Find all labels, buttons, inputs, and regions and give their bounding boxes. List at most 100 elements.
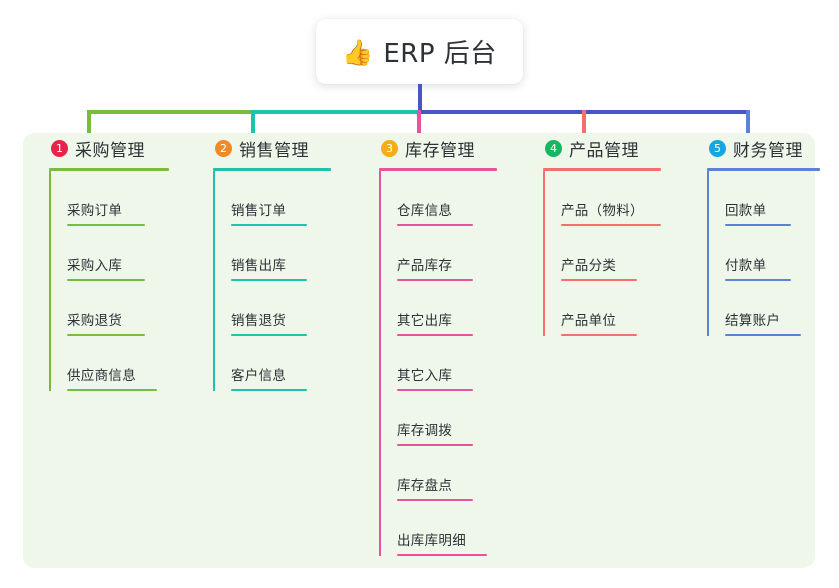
branch-item[interactable]: 产品（物料） bbox=[543, 171, 661, 226]
branch-item-label: 采购订单 bbox=[67, 203, 123, 219]
branch-item-rule bbox=[725, 334, 801, 336]
branch-column-2: 2 销售管理销售订单销售出库销售退货客户信息 bbox=[199, 133, 331, 391]
branch-item-rule bbox=[67, 389, 157, 391]
branch-item-rule bbox=[397, 554, 487, 556]
branch-item-rule bbox=[397, 389, 473, 391]
branch-item[interactable]: 产品单位 bbox=[543, 281, 661, 336]
branch-item-rule bbox=[561, 279, 637, 281]
branch-title-1: 采购管理 bbox=[75, 140, 145, 161]
branch-header-1[interactable]: 1 采购管理 bbox=[35, 133, 169, 163]
branch-item[interactable]: 出库库明细 bbox=[379, 501, 497, 556]
branch-item[interactable]: 其它出库 bbox=[379, 281, 497, 336]
branch-item-label: 供应商信息 bbox=[67, 368, 136, 384]
branch-item[interactable]: 客户信息 bbox=[213, 336, 331, 391]
branch-badge-3: 3 bbox=[381, 139, 398, 157]
branch-item[interactable]: 库存盘点 bbox=[379, 446, 497, 501]
branch-title-3: 库存管理 bbox=[405, 140, 475, 161]
branch-item-rule bbox=[397, 499, 473, 501]
branch-spine-1 bbox=[49, 171, 51, 391]
branch-rule-4 bbox=[543, 168, 661, 171]
branch-column-3: 3 库存管理仓库信息产品库存其它出库其它入库库存调拨库存盘点出库库明细 bbox=[365, 133, 497, 556]
branch-item[interactable]: 销售退货 bbox=[213, 281, 331, 336]
branch-item-rule bbox=[397, 224, 473, 226]
branch-item-label: 产品单位 bbox=[561, 313, 617, 329]
branch-item-rule bbox=[231, 389, 307, 391]
branch-body-5: 回款单付款单结算账户 bbox=[707, 171, 820, 336]
branch-body-1: 采购订单采购入库采购退货供应商信息 bbox=[49, 171, 169, 391]
branch-body-2: 销售订单销售出库销售退货客户信息 bbox=[213, 171, 331, 391]
branch-item-label: 产品库存 bbox=[397, 258, 453, 274]
branch-item-label: 其它出库 bbox=[397, 313, 453, 329]
branch-item[interactable]: 采购入库 bbox=[49, 226, 169, 281]
branch-item-rule bbox=[397, 279, 473, 281]
branch-item-rule bbox=[561, 224, 661, 226]
branch-header-2[interactable]: 2 销售管理 bbox=[199, 133, 331, 163]
branch-item[interactable]: 产品库存 bbox=[379, 226, 497, 281]
branch-rule-3 bbox=[379, 168, 497, 171]
branch-badge-2: 2 bbox=[215, 139, 232, 157]
root-node-title: ERP 后台 bbox=[383, 39, 497, 69]
branch-item[interactable]: 供应商信息 bbox=[49, 336, 169, 391]
branch-item-label: 销售订单 bbox=[231, 203, 287, 219]
branch-item[interactable]: 销售出库 bbox=[213, 226, 331, 281]
root-node-card[interactable]: 👍 ERP 后台 bbox=[316, 19, 523, 84]
branch-item-label: 采购入库 bbox=[67, 258, 123, 274]
branch-item[interactable]: 采购退货 bbox=[49, 281, 169, 336]
branch-item-label: 产品分类 bbox=[561, 258, 617, 274]
branch-column-4: 4 产品管理产品（物料） 产品分类产品单位 bbox=[529, 133, 661, 336]
branch-item-rule bbox=[561, 334, 637, 336]
branch-rule-2 bbox=[213, 168, 331, 171]
branch-item[interactable]: 结算账户 bbox=[707, 281, 820, 336]
branch-item-rule bbox=[397, 444, 473, 446]
branch-body-3: 仓库信息产品库存其它出库其它入库库存调拨库存盘点出库库明细 bbox=[379, 171, 497, 556]
root-node-content: 👍 ERP 后台 bbox=[342, 33, 497, 70]
branch-item-label: 产品（物料） bbox=[561, 203, 644, 219]
branch-item-label: 销售出库 bbox=[231, 258, 287, 274]
branch-item-rule bbox=[725, 224, 791, 226]
branch-item-rule bbox=[231, 334, 307, 336]
branch-item-label: 回款单 bbox=[725, 203, 767, 219]
branch-spine-3 bbox=[379, 171, 381, 556]
thumbs-up-icon: 👍 bbox=[342, 38, 374, 67]
branch-badge-5: 5 bbox=[709, 139, 726, 157]
branch-item-label: 仓库信息 bbox=[397, 203, 453, 219]
branch-title-4: 产品管理 bbox=[569, 140, 639, 161]
branch-body-4: 产品（物料） 产品分类产品单位 bbox=[543, 171, 661, 336]
branch-item-label: 库存盘点 bbox=[397, 478, 453, 494]
branch-item[interactable]: 销售订单 bbox=[213, 171, 331, 226]
branch-item-label: 付款单 bbox=[725, 258, 767, 274]
branch-item-rule bbox=[725, 279, 791, 281]
branch-item[interactable]: 采购订单 bbox=[49, 171, 169, 226]
branch-header-5[interactable]: 5 财务管理 bbox=[693, 133, 820, 163]
branch-column-5: 5 财务管理回款单付款单结算账户 bbox=[693, 133, 820, 336]
branch-header-4[interactable]: 4 产品管理 bbox=[529, 133, 661, 163]
branch-item-label: 采购退货 bbox=[67, 313, 123, 329]
branch-item-label: 结算账户 bbox=[725, 313, 781, 329]
mindmap-panel: 1 采购管理采购订单采购入库采购退货供应商信息 2 销售管理销售订单销售出库销售退货客… bbox=[23, 133, 820, 568]
branch-title-2: 销售管理 bbox=[239, 140, 309, 161]
branch-badge-1: 1 bbox=[51, 139, 68, 157]
branch-item-label: 出库库明细 bbox=[397, 533, 466, 549]
branch-item[interactable]: 仓库信息 bbox=[379, 171, 497, 226]
branch-header-3[interactable]: 3 库存管理 bbox=[365, 133, 497, 163]
branch-item[interactable]: 库存调拨 bbox=[379, 391, 497, 446]
branch-item-label: 其它入库 bbox=[397, 368, 453, 384]
branch-spine-2 bbox=[213, 171, 215, 391]
branch-item[interactable]: 回款单 bbox=[707, 171, 820, 226]
branch-rule-5 bbox=[707, 168, 820, 171]
branch-item-label: 销售退货 bbox=[231, 313, 287, 329]
branch-spine-5 bbox=[707, 171, 709, 336]
branch-title-5: 财务管理 bbox=[733, 140, 803, 161]
branch-item[interactable]: 付款单 bbox=[707, 226, 820, 281]
branch-item-rule bbox=[67, 224, 145, 226]
branch-item-rule bbox=[67, 334, 145, 336]
branch-item[interactable]: 其它入库 bbox=[379, 336, 497, 391]
branch-item-label: 客户信息 bbox=[231, 368, 287, 384]
branch-column-1: 1 采购管理采购订单采购入库采购退货供应商信息 bbox=[35, 133, 169, 391]
branch-item-rule bbox=[67, 279, 145, 281]
branch-rule-1 bbox=[49, 168, 169, 171]
branch-badge-4: 4 bbox=[545, 139, 562, 157]
branch-item-rule bbox=[231, 224, 307, 226]
branch-item-label: 库存调拨 bbox=[397, 423, 453, 439]
branch-item[interactable]: 产品分类 bbox=[543, 226, 661, 281]
